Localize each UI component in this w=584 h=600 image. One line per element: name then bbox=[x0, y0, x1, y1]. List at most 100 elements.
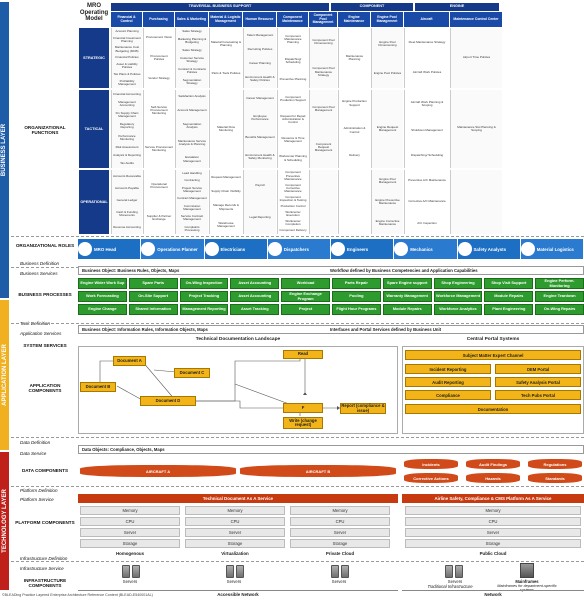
function-item[interactable]: Supply Chain Visibility bbox=[211, 189, 241, 194]
process-button[interactable]: Shop Visit Support bbox=[484, 278, 534, 289]
function-item[interactable]: Financial Accounting bbox=[113, 91, 141, 96]
process-button[interactable]: Engine Exchange Program bbox=[281, 291, 330, 302]
function-item[interactable]: Service Contract Management bbox=[180, 214, 204, 222]
aircraft-a-store[interactable]: AIRCRAFT A bbox=[80, 465, 236, 477]
role-item[interactable]: Engineers bbox=[331, 239, 394, 259]
function-item[interactable]: Customer Service Strategy bbox=[180, 56, 204, 64]
function-item[interactable]: A/C Inspection bbox=[417, 220, 437, 225]
f-op[interactable]: F bbox=[283, 403, 323, 413]
aircraft-b-store[interactable]: AIRCRAFT B bbox=[240, 465, 396, 477]
subject-matter-expert-channel[interactable]: Subject Matter Expert Channel bbox=[405, 350, 581, 360]
function-item[interactable]: Contract Management bbox=[177, 196, 207, 201]
function-item[interactable]: Environment Health & Safety Monitoring bbox=[245, 153, 275, 161]
incidents-store[interactable]: Incidents bbox=[404, 459, 458, 469]
function-item[interactable]: Maintenance Cost Budgeting (MCB) bbox=[114, 45, 140, 53]
function-item[interactable]: Marketing Planning & Budgeting bbox=[177, 37, 207, 45]
document-c[interactable]: Document C bbox=[174, 368, 210, 378]
function-item[interactable]: Maintenance Service Analysis & Planning bbox=[177, 138, 206, 146]
safety-analysis-portal[interactable]: Safety Analysis Portal bbox=[495, 377, 581, 387]
function-item[interactable]: General Ledger bbox=[116, 197, 138, 202]
process-button[interactable]: Asset Accounting bbox=[230, 291, 280, 302]
process-button[interactable]: Spare Engine support bbox=[382, 278, 432, 289]
standards-store[interactable]: Standards bbox=[528, 473, 582, 483]
function-item[interactable]: Project Service Management bbox=[181, 185, 203, 193]
function-item[interactable]: Workcenter Execution bbox=[285, 210, 301, 218]
function-item[interactable]: Preventive Planning bbox=[279, 77, 307, 81]
function-item[interactable]: Material Forecasting & Planning bbox=[211, 39, 242, 47]
function-item[interactable]: Talent Management bbox=[246, 32, 274, 37]
role-item[interactable]: Safety Analysts bbox=[457, 239, 520, 259]
function-item[interactable]: Service Procurement Monitoring bbox=[145, 145, 174, 153]
process-button[interactable]: Engine Perform. Monitoring bbox=[535, 278, 584, 289]
function-item[interactable]: Procurement Vision bbox=[145, 34, 173, 39]
function-item[interactable]: Preventive A/C Maintenance bbox=[408, 178, 446, 183]
function-item[interactable]: Administration & Control bbox=[343, 126, 366, 134]
function-item[interactable]: Resource & Time Management bbox=[281, 135, 305, 143]
process-button[interactable]: Warranty Management bbox=[382, 291, 432, 302]
function-item[interactable]: Financial Policies bbox=[115, 55, 139, 60]
process-button[interactable]: Asset Tracking bbox=[230, 304, 280, 315]
function-item[interactable]: Maintenance Slot Planning & Scoping bbox=[457, 124, 496, 132]
audit-findings-store[interactable]: Audit Findings bbox=[466, 459, 520, 469]
function-item[interactable]: Component Corrective Maintenance bbox=[284, 182, 302, 193]
role-item[interactable]: MRO Head bbox=[78, 239, 141, 259]
process-button[interactable]: Asset Accounting bbox=[230, 278, 280, 289]
oem-portal[interactable]: OEM Portal bbox=[495, 364, 581, 374]
process-button[interactable]: Plant Engineering bbox=[484, 304, 534, 315]
function-item[interactable]: Material Flow Monitoring bbox=[217, 124, 235, 132]
function-item[interactable]: Engine Pool Management bbox=[378, 176, 397, 184]
function-item[interactable]: Accounts Receivable bbox=[113, 173, 142, 178]
function-item[interactable]: Component Pool Maintenance Strategy bbox=[312, 66, 335, 77]
function-item[interactable]: Complaints Processing bbox=[184, 224, 200, 232]
function-item[interactable]: Component Pool Management bbox=[312, 104, 335, 112]
function-item[interactable]: Employee Performance bbox=[251, 114, 269, 122]
function-item[interactable]: Procurement Policies bbox=[150, 53, 168, 61]
function-item[interactable]: Regulatory Reporting bbox=[119, 122, 135, 130]
function-item[interactable]: Warehouse Management bbox=[217, 221, 235, 229]
function-item[interactable]: Dispatching/ Scheduling bbox=[284, 57, 302, 65]
function-item[interactable]: Contracting bbox=[184, 178, 200, 183]
process-button[interactable]: On-Site Support bbox=[128, 291, 178, 302]
function-item[interactable]: Lead Handling bbox=[182, 171, 202, 176]
function-item[interactable]: Recruiting Policies bbox=[247, 46, 273, 51]
function-item[interactable]: Component Production Support bbox=[280, 95, 306, 103]
process-button[interactable]: Work Forecasting bbox=[78, 291, 127, 302]
function-item[interactable]: Request Management bbox=[211, 174, 241, 179]
function-item[interactable]: Production Control bbox=[280, 204, 306, 209]
function-item[interactable]: Component Pool Dimensioning bbox=[312, 38, 335, 46]
function-item[interactable]: Corrective A/C Maintenance bbox=[408, 199, 446, 204]
function-item[interactable]: Sales Strategy bbox=[182, 48, 202, 53]
report-op[interactable]: Report (compliance & issue) bbox=[340, 403, 386, 414]
document-a[interactable]: Document A bbox=[113, 356, 146, 366]
function-item[interactable]: Shutdown Management bbox=[411, 128, 443, 132]
function-item[interactable]: Aircraft Work Planning & Scoping bbox=[410, 99, 444, 108]
corrective-actions-store[interactable]: Corrective Actions bbox=[404, 473, 458, 483]
read-op[interactable]: Read bbox=[283, 350, 323, 359]
role-item[interactable]: Mechanics bbox=[394, 239, 457, 259]
process-button[interactable]: Parts Repair bbox=[332, 278, 381, 289]
function-item[interactable]: Cash & Funding Movements bbox=[116, 210, 138, 218]
process-button[interactable]: Engine Teardown bbox=[535, 291, 584, 302]
process-button[interactable]: Project bbox=[281, 304, 330, 315]
function-item[interactable]: Financial Investment Planning bbox=[113, 35, 141, 43]
audit-reporting[interactable]: Audit Reporting bbox=[405, 377, 491, 387]
function-item[interactable]: Account Planning bbox=[115, 28, 139, 33]
incident-reporting[interactable]: Incident Reporting bbox=[405, 364, 491, 374]
process-button[interactable]: Flight Hour Programs bbox=[332, 304, 381, 315]
process-button[interactable]: On-Wing Inspection bbox=[179, 278, 229, 289]
function-item[interactable]: Airport Time Policies bbox=[462, 55, 491, 60]
function-item[interactable]: Tax Plans & Policies bbox=[113, 72, 141, 77]
process-button[interactable]: Spare Parts bbox=[128, 278, 178, 289]
function-item[interactable]: Workcenter Completion bbox=[285, 219, 301, 227]
process-button[interactable]: On-Wing Repairs bbox=[535, 304, 584, 315]
role-item[interactable]: Material Logistics bbox=[520, 239, 583, 259]
function-item[interactable]: Benefits Management bbox=[245, 135, 275, 140]
function-item[interactable]: Self-Service Procurement Monitoring bbox=[150, 104, 168, 115]
process-button[interactable]: Module Repairs bbox=[484, 291, 534, 302]
hazards-store[interactable]: Hazards bbox=[466, 473, 520, 483]
document-d[interactable]: Document D bbox=[140, 396, 196, 406]
documentation[interactable]: Documentation bbox=[405, 404, 581, 414]
function-item[interactable]: Segmentation Analysis bbox=[182, 121, 202, 129]
function-item[interactable]: Escalation Management bbox=[183, 155, 201, 163]
regulations-store[interactable]: Regulations bbox=[528, 459, 582, 469]
